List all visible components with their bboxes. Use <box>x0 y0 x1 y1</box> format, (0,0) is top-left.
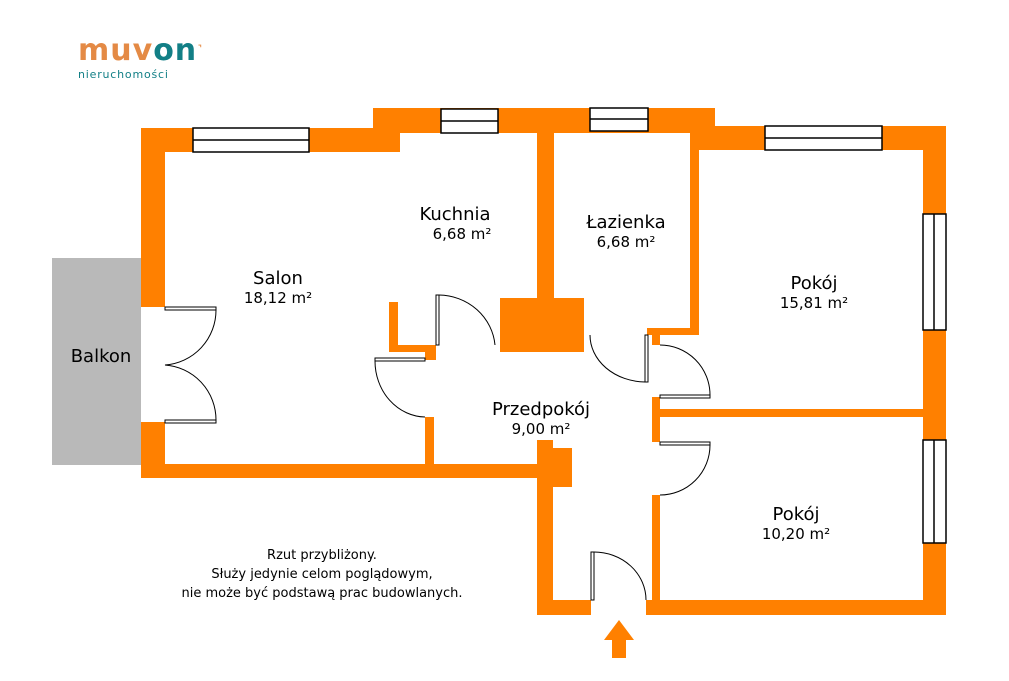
room-area: 15,81 m² <box>779 294 849 312</box>
room-name: Łazienka <box>586 212 666 233</box>
arrow-up-icon <box>604 620 634 658</box>
room-area: 9,00 m² <box>511 420 571 438</box>
room-name: Przedpokój <box>491 399 591 420</box>
windows <box>192 107 947 544</box>
disclaimer-line: nie może być podstawą prac budowlanych. <box>181 586 463 601</box>
room-name: Pokój <box>772 504 820 525</box>
room-area: 6,68 m² <box>596 233 656 251</box>
room-name: Salon <box>253 268 303 289</box>
room-area: 6,68 m² <box>432 225 492 243</box>
logo-tagline: nieruchomości <box>78 68 169 81</box>
room-name: Pokój <box>790 273 838 294</box>
disclaimer-line: Służy jedynie celom poglądowym, <box>211 567 433 582</box>
doors <box>164 294 711 601</box>
disclaimer-line: Rzut przybliżony. <box>267 548 377 563</box>
balcony-area <box>52 258 141 465</box>
balcony-label: Balkon <box>71 346 132 367</box>
logo-brand-2: on <box>153 33 198 68</box>
logo: muvon˺ nieruchomości <box>78 33 204 82</box>
balcony-name: Balkon <box>70 346 132 367</box>
room-area: 18,12 m² <box>243 289 313 307</box>
room-area: 10,20 m² <box>761 525 831 543</box>
disclaimer: Rzut przybliżony. Służy jedynie celom po… <box>181 546 462 603</box>
room-name: Kuchnia <box>419 204 491 225</box>
logo-brand-1: muv <box>78 33 154 68</box>
